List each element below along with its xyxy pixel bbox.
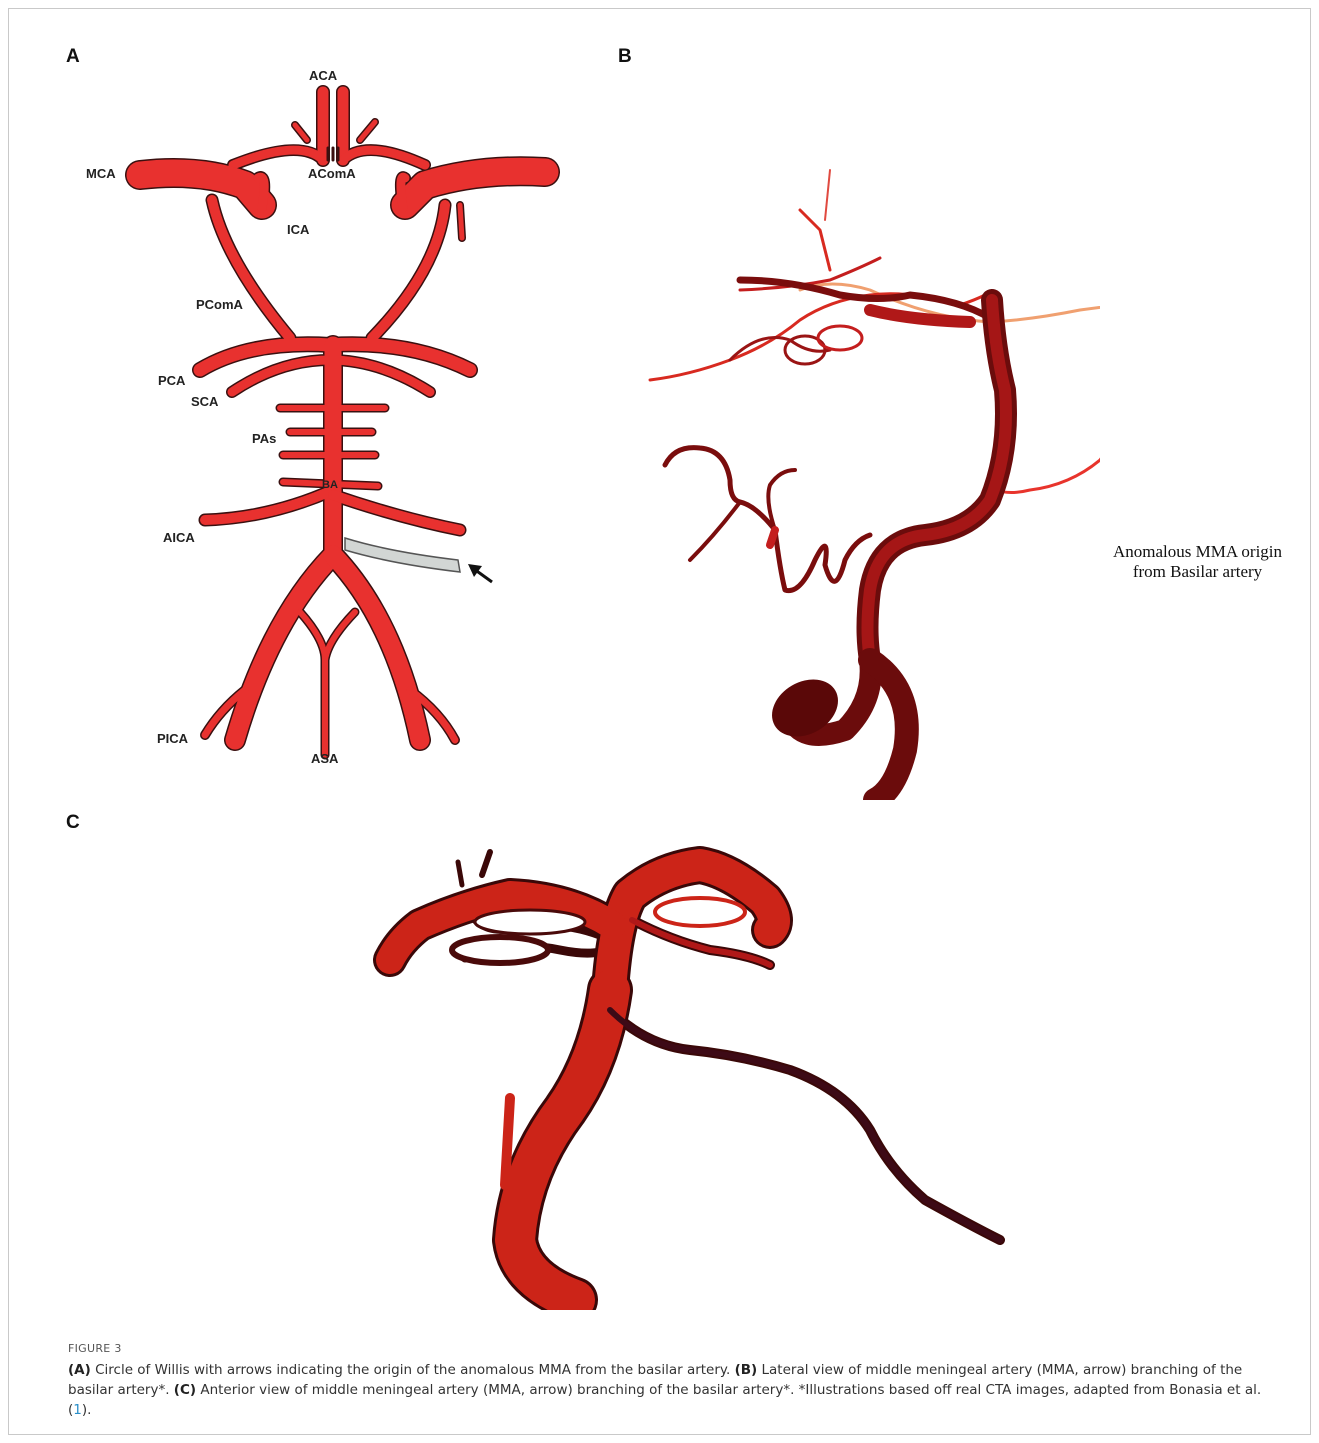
label-acoma: AComA (308, 166, 356, 181)
panel-b-lateral-view-image (630, 90, 1100, 800)
anomalous-mma-vessel (345, 538, 460, 572)
caption-a-text: Circle of Willis with arrows indicating … (91, 1362, 735, 1378)
label-sca: SCA (191, 394, 219, 409)
caption-b-label: (B) (735, 1362, 758, 1378)
caption-end: ). (82, 1402, 92, 1418)
panel-a-circle-of-willis-illustration: ACA MCA AComA ICA PComA PCA SCA PAs BA A… (0, 0, 620, 800)
panel-letter-b: B (618, 46, 632, 68)
label-ica: ICA (287, 222, 310, 237)
label-ba: BA (322, 479, 338, 491)
label-pas: PAs (252, 431, 276, 446)
label-mca: MCA (86, 166, 116, 181)
label-asa: ASA (311, 751, 339, 766)
caption-c-label: (C) (174, 1382, 196, 1398)
arrow-icon (468, 564, 492, 582)
panel-letter-c: C (66, 812, 80, 834)
panel-b-annotation: Anomalous MMA origin from Basilar artery (1100, 542, 1295, 582)
caption-c-text: Anterior view of middle meningeal artery… (68, 1382, 1261, 1418)
label-aica: AICA (163, 530, 195, 545)
label-pcoma: PComA (196, 297, 244, 312)
label-aca: ACA (309, 68, 338, 83)
figure-number: FIGURE 3 (68, 1342, 122, 1355)
label-pica: PICA (157, 731, 189, 746)
label-pca: PCA (158, 373, 186, 388)
caption-a-label: (A) (68, 1362, 91, 1378)
artery-network (140, 92, 545, 755)
reference-link[interactable]: 1 (73, 1402, 82, 1418)
panel-c-anterior-view-image (370, 840, 1020, 1310)
figure-caption: (A) Circle of Willis with arrows indicat… (68, 1360, 1283, 1420)
